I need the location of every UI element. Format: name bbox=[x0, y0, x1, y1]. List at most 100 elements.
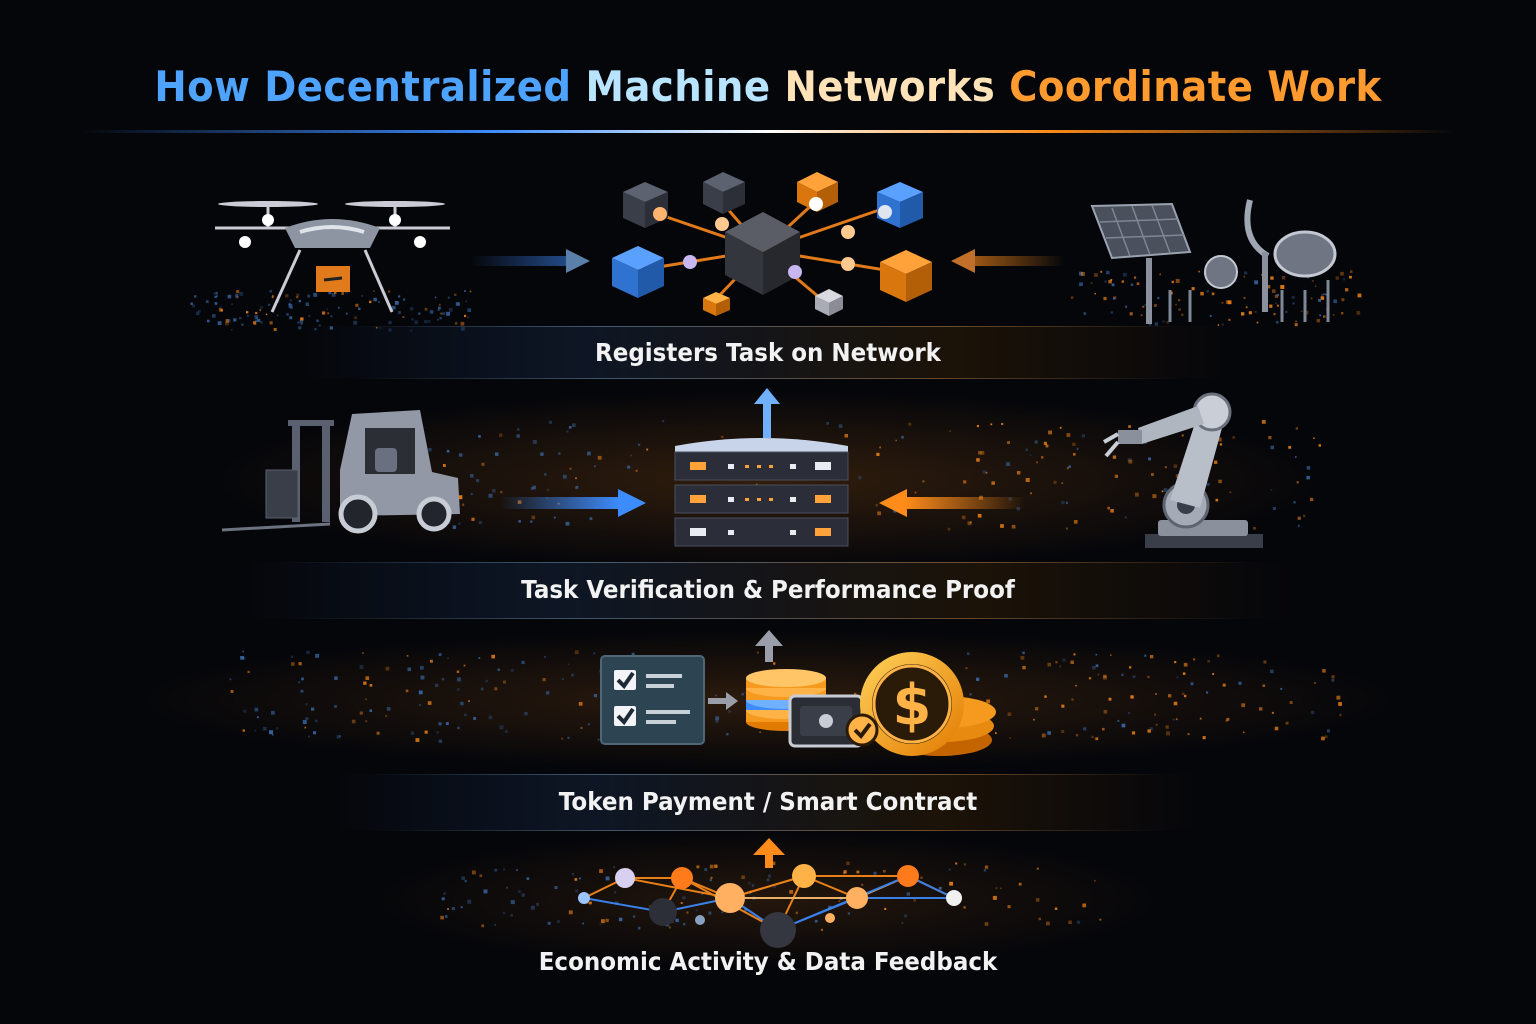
particle-dot bbox=[1232, 436, 1236, 439]
title-part-1: How Decentralized bbox=[154, 62, 572, 111]
particle-dot bbox=[214, 302, 218, 305]
particle-dot bbox=[1202, 736, 1206, 740]
particle-dot bbox=[1124, 516, 1127, 519]
particle-dot bbox=[976, 425, 979, 428]
particle-dot bbox=[458, 522, 461, 525]
particle-dot bbox=[1261, 274, 1263, 276]
particle-dot bbox=[1114, 474, 1118, 478]
particle-dot bbox=[1235, 280, 1237, 282]
particle-dot bbox=[1331, 678, 1335, 682]
particle-dot bbox=[1294, 323, 1298, 327]
particle-dot bbox=[1271, 711, 1274, 714]
particle-dot bbox=[1218, 479, 1222, 484]
particle-dot bbox=[1313, 682, 1316, 684]
particle-dot bbox=[1133, 276, 1137, 279]
particle-dot bbox=[369, 709, 373, 712]
particle-dot bbox=[1217, 324, 1220, 326]
particle-dot bbox=[1041, 456, 1044, 459]
particle-dot bbox=[305, 717, 309, 721]
particle-dot bbox=[1289, 701, 1293, 704]
particle-dot bbox=[234, 295, 239, 299]
particle-dot bbox=[1295, 427, 1298, 430]
particle-dot bbox=[1310, 297, 1313, 300]
particle-dot bbox=[984, 922, 989, 926]
particle-dot bbox=[561, 737, 564, 740]
particle-dot bbox=[337, 306, 340, 309]
title-part-4: Coordinate Work bbox=[1009, 62, 1382, 111]
particle-dot bbox=[575, 889, 579, 893]
particle-dot bbox=[1173, 464, 1178, 468]
particle-dot bbox=[1275, 302, 1277, 305]
particle-dot bbox=[1047, 731, 1051, 735]
particle-dot bbox=[427, 320, 431, 323]
particle-dot bbox=[789, 890, 794, 894]
particle-dot bbox=[1110, 509, 1114, 513]
particle-dot bbox=[1147, 729, 1151, 733]
particle-dot bbox=[1191, 287, 1195, 291]
particle-dot bbox=[990, 423, 993, 426]
particle-dot bbox=[605, 876, 610, 881]
particle-dot bbox=[230, 690, 234, 693]
particle-dot bbox=[1046, 921, 1050, 926]
particle-dot bbox=[1075, 734, 1079, 737]
particle-dot bbox=[439, 316, 442, 320]
particle-dot bbox=[599, 923, 602, 926]
particle-dot bbox=[1182, 672, 1186, 675]
particle-dot bbox=[481, 924, 485, 928]
particle-dot bbox=[456, 677, 461, 682]
particle-dot bbox=[597, 738, 600, 741]
particle-dot bbox=[246, 311, 249, 314]
particle-dot bbox=[721, 435, 724, 438]
particle-dot bbox=[1054, 907, 1058, 910]
particle-dot bbox=[1007, 712, 1012, 717]
particle-dot bbox=[571, 873, 574, 876]
particle-dot bbox=[861, 883, 864, 886]
particle-dot bbox=[255, 316, 258, 319]
particle-dot bbox=[985, 471, 988, 474]
particle-dot bbox=[1047, 662, 1051, 667]
particle-dot bbox=[1103, 296, 1107, 301]
particle-dot bbox=[265, 313, 268, 316]
particle-dot bbox=[1193, 658, 1196, 661]
particle-dot bbox=[1173, 701, 1178, 706]
payment-up-arrow-head bbox=[755, 630, 783, 646]
particle-dot bbox=[631, 652, 635, 656]
particle-dot bbox=[295, 295, 299, 299]
particle-dot bbox=[492, 489, 496, 493]
feedback-up-arrow-shaft bbox=[765, 852, 773, 868]
particle-dot bbox=[1214, 460, 1218, 464]
particle-dot bbox=[1129, 666, 1132, 669]
particle-dot bbox=[298, 681, 301, 684]
particle-dot bbox=[544, 473, 547, 476]
particle-dot bbox=[1181, 692, 1185, 696]
title-part-2: Machine bbox=[585, 62, 771, 111]
particle-dot bbox=[1276, 304, 1279, 307]
particle-dot bbox=[1293, 501, 1296, 504]
particle-dot bbox=[300, 323, 303, 326]
particle-dot bbox=[1178, 299, 1181, 302]
particle-dot bbox=[708, 911, 712, 915]
particle-dot bbox=[225, 319, 230, 323]
particle-dot bbox=[239, 292, 244, 296]
particle-dot bbox=[1090, 282, 1093, 285]
particle-dot bbox=[255, 311, 258, 315]
particle-dot bbox=[452, 525, 457, 529]
particle-dot bbox=[365, 676, 370, 680]
particle-dot bbox=[1094, 293, 1096, 295]
particle-dot bbox=[1081, 434, 1085, 438]
particle-dot bbox=[914, 491, 917, 494]
particle-dot bbox=[838, 900, 841, 903]
particle-dot bbox=[231, 303, 233, 305]
particle-dot bbox=[814, 919, 818, 923]
particle-dot bbox=[1154, 304, 1157, 307]
particle-dot bbox=[766, 878, 770, 882]
particle-dot bbox=[1004, 674, 1008, 678]
particle-dot bbox=[1349, 275, 1352, 279]
particle-dot bbox=[710, 876, 713, 879]
particle-dot bbox=[838, 424, 843, 428]
particle-dot bbox=[1324, 293, 1327, 296]
particle-dot bbox=[414, 320, 418, 324]
particle-dot bbox=[1035, 707, 1039, 711]
particle-dot bbox=[430, 659, 433, 663]
particle-dot bbox=[510, 668, 514, 672]
